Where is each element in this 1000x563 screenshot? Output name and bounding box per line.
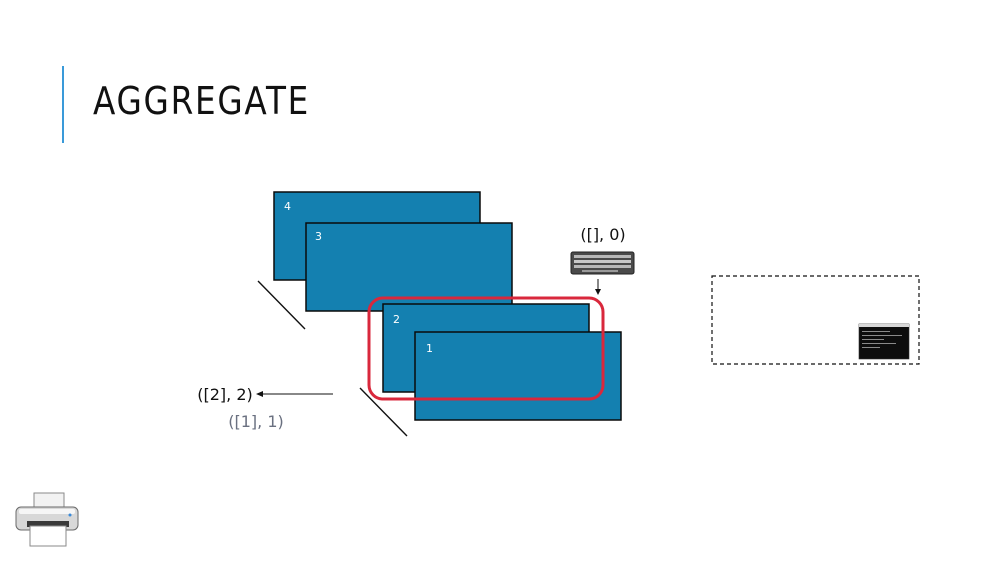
output-state-label: ([2], 2) bbox=[197, 385, 253, 404]
window-3-label: 3 bbox=[315, 230, 322, 243]
input-state-label: ([], 0) bbox=[580, 225, 625, 244]
active-window-highlight bbox=[367, 296, 605, 401]
terminal-icon bbox=[858, 323, 910, 360]
window-1: 1 bbox=[414, 331, 622, 421]
output-arrow-head bbox=[256, 391, 263, 397]
output-box bbox=[711, 275, 920, 365]
window-4-label: 4 bbox=[284, 200, 291, 213]
window-1-label: 1 bbox=[426, 342, 433, 355]
keyboard-icon bbox=[570, 251, 635, 275]
window-2-label: 2 bbox=[393, 313, 400, 326]
slide-title: AGGREGATE bbox=[93, 79, 311, 123]
printer-icon bbox=[15, 492, 79, 547]
previous-state-label: ([1], 1) bbox=[228, 412, 284, 431]
window-3: 3 bbox=[305, 222, 513, 312]
window-boundary-line-lower bbox=[359, 387, 408, 437]
title-accent-bar bbox=[62, 66, 64, 143]
input-arrow-head bbox=[595, 289, 601, 295]
window-boundary-line-upper bbox=[257, 280, 306, 330]
